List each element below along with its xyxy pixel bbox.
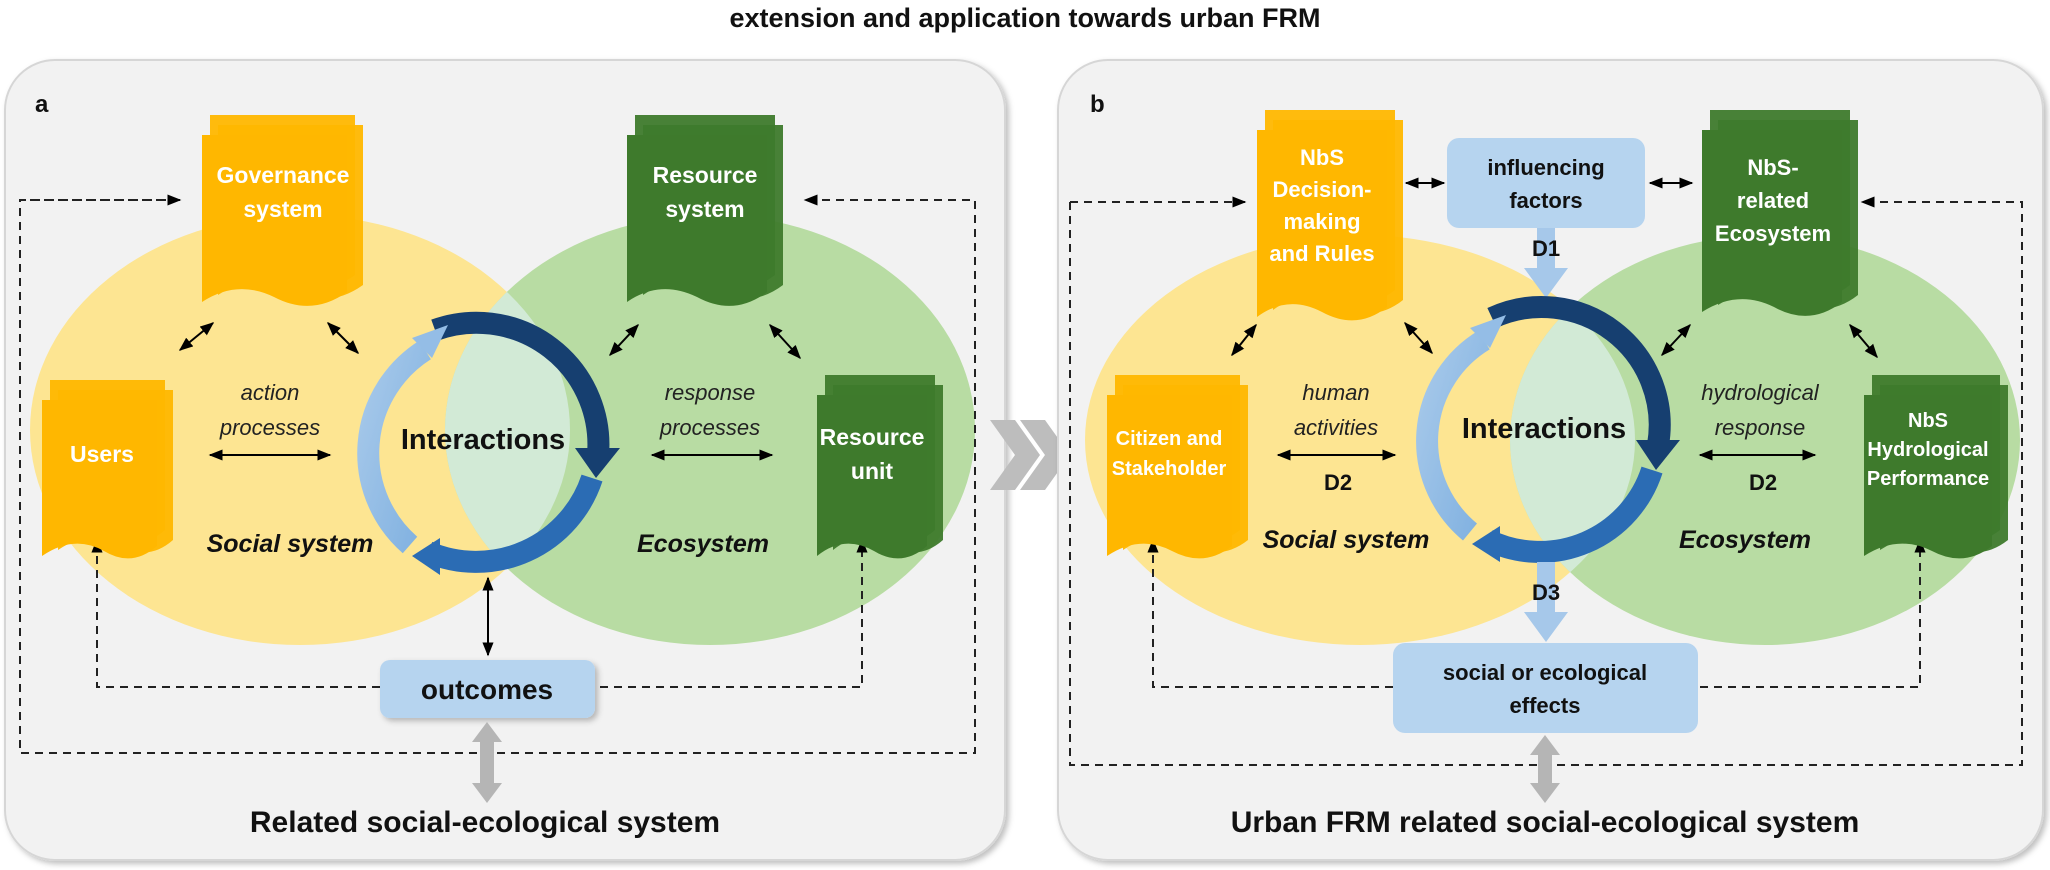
grey-double-arrow-b: [1530, 735, 1560, 803]
panel-b-footer: Urban FRM related social-ecological syst…: [1231, 806, 1860, 839]
outer-feedback-loop-b-right: [1069, 196, 2023, 766]
response-label-2: processes: [659, 415, 760, 440]
action-label-2: processes: [219, 415, 320, 440]
action-label-1: action: [241, 380, 300, 405]
outcomes-label: outcomes: [421, 674, 553, 705]
cycle-b-arc-left: [1416, 330, 1490, 541]
d1-label: D1: [1532, 236, 1560, 261]
resource-system-doc: Resource system: [627, 115, 783, 306]
resource-system-label-1: Resource: [653, 162, 758, 188]
effects-label-2: effects: [1510, 693, 1581, 718]
influencing-factors-box: [1447, 138, 1645, 228]
resource-unit-arrow: [769, 323, 801, 360]
decision-interactions-arrow: [1404, 321, 1433, 355]
human-label-2: activities: [1294, 415, 1378, 440]
interactions-cycle: Interactions: [357, 311, 620, 575]
cycle-b-arc-bottom: [1483, 466, 1663, 563]
effects-to-citizen-feedback: [1147, 538, 1393, 688]
d2-left-label: D2: [1324, 470, 1352, 495]
decision-label-2: Decision-: [1272, 177, 1371, 202]
d3-label: D3: [1532, 580, 1560, 605]
panel-a: a Governance system Resource system: [4, 59, 1006, 861]
users-governance-arrow: [178, 322, 215, 351]
users-label: Users: [70, 441, 134, 467]
resource-unit-label-1: Resource: [820, 424, 925, 450]
social-system-label-b: Social system: [1263, 526, 1430, 554]
nbs-eco-label-3: Ecosystem: [1715, 221, 1831, 246]
chevron-1: [990, 420, 1040, 490]
decision-label-1: NbS: [1300, 145, 1344, 170]
hydro-perf-label-2: Hydrological: [1867, 439, 1988, 461]
d2-right-label: D2: [1749, 470, 1777, 495]
resource-unit-label-2: unit: [851, 458, 893, 484]
cycle-b-arc-top: [1487, 296, 1671, 447]
effects-box: [1393, 643, 1698, 733]
top-title: extension and application towards urban …: [729, 3, 1320, 33]
effects-to-hydro-feedback: [1700, 538, 1926, 688]
panel-b: b NbS Decision- making and Rules NbS- re…: [1057, 59, 2044, 861]
cycle-arc-left: [357, 340, 432, 554]
interactions-resource-arrow: [609, 323, 639, 357]
hydro-resp-label-2: response: [1715, 415, 1806, 440]
cycle-arc-bottom: [423, 474, 603, 573]
cycle-b-arrowhead-left: [1470, 315, 1506, 348]
citizen-decision-arrow: [1231, 323, 1257, 357]
cycle-arrowhead-left: [412, 325, 448, 358]
nbs-eco-hydro-arrow: [1849, 323, 1878, 359]
hydro-perf-label-3: Performance: [1867, 468, 1989, 490]
decision-label-3: making: [1283, 209, 1360, 234]
users-doc: Users: [42, 380, 173, 559]
response-label-1: response: [665, 380, 756, 405]
governance-label-1: Governance: [217, 162, 350, 188]
d1-arrow: [1524, 228, 1568, 298]
cycle-arrowhead-top: [575, 448, 620, 478]
ecosystem-label-b: Ecosystem: [1679, 526, 1811, 554]
ecosystem-label: Ecosystem: [637, 530, 769, 558]
outcomes-to-resource-unit-feedback: [600, 538, 868, 688]
outcomes-to-users-feedback: [91, 538, 380, 688]
human-label-1: human: [1302, 380, 1369, 405]
cycle-b-arrowhead-top: [1636, 440, 1680, 470]
d3-arrow: [1524, 562, 1568, 642]
outcomes-box: [380, 660, 595, 718]
social-system-label: Social system: [207, 530, 374, 558]
influencing-label-2: factors: [1509, 188, 1582, 213]
resource-system-label-2: system: [665, 196, 744, 222]
citizen-doc: Citizen and Stakeholder: [1107, 375, 1248, 559]
decision-label-4: and Rules: [1269, 241, 1374, 266]
grey-double-arrow-a: [472, 722, 502, 803]
hydro-perf-label-1: NbS: [1908, 410, 1948, 432]
effects-label-1: social or ecological: [1443, 660, 1647, 685]
citizen-label-1: Citizen and: [1116, 428, 1223, 450]
citizen-label-2: Stakeholder: [1112, 458, 1227, 480]
panel-a-footer: Related social-ecological system: [250, 806, 720, 839]
nbs-eco-label-2: related: [1737, 188, 1809, 213]
interactions-nbs-eco-arrow: [1661, 323, 1691, 357]
hydro-resp-label-1: hydrological: [1701, 380, 1820, 405]
cycle-b-arrowhead-bottom: [1472, 526, 1500, 562]
nbs-ecosystem-doc: NbS- related Ecosystem: [1702, 110, 1858, 316]
influencing-label-1: influencing: [1487, 155, 1604, 180]
resource-unit-doc: Resource unit: [817, 375, 943, 559]
cycle-arrowhead-bottom: [412, 538, 440, 575]
hydro-performance-doc: NbS Hydrological Performance: [1864, 375, 2008, 559]
governance-system-doc: Governance system: [202, 115, 363, 306]
nbs-eco-label-1: NbS-: [1747, 155, 1798, 180]
cycle-arc-top: [431, 311, 610, 456]
nbs-decision-doc: NbS Decision- making and Rules: [1257, 110, 1403, 321]
interactions-label: Interactions: [401, 424, 565, 456]
governance-interactions-arrow: [327, 322, 359, 354]
interactions-label-b: Interactions: [1462, 413, 1626, 445]
interactions-cycle-b: Interactions: [1416, 296, 1680, 563]
governance-label-2: system: [243, 196, 322, 222]
panel-b-letter: b: [1090, 91, 1105, 118]
panel-a-letter: a: [35, 91, 49, 118]
